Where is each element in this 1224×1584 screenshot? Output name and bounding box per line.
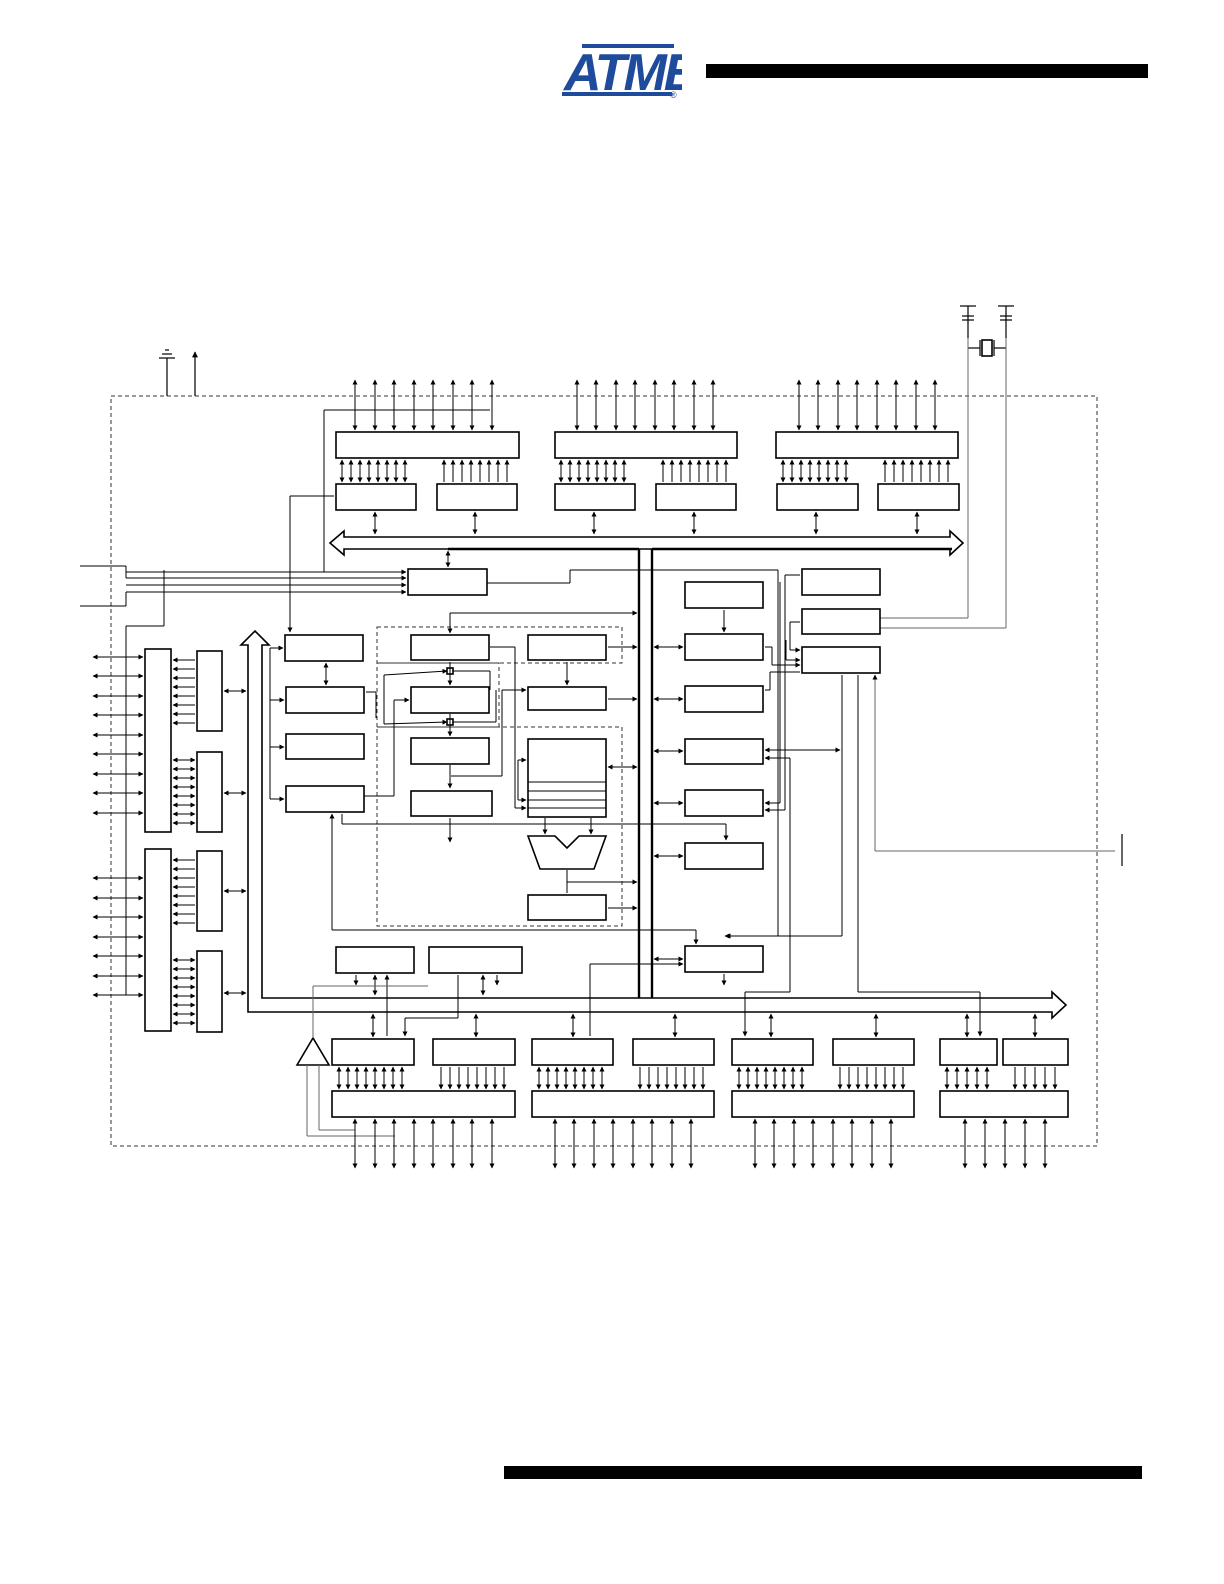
bottom-internal-links [336, 1066, 1058, 1090]
port-reg-top-2b [655, 483, 737, 511]
port-reg-bottom-4b [1002, 1038, 1069, 1066]
port-reg-bottom-3a [731, 1038, 814, 1066]
port-reg-top-2a [554, 483, 636, 511]
peripheral-block-7 [684, 945, 764, 973]
port-driver-bottom-1 [331, 1090, 516, 1118]
sram-block [527, 634, 607, 661]
port-reg-bottom-3b [832, 1038, 915, 1066]
top-port-group-3 [775, 431, 960, 511]
oscillator-block-2 [801, 608, 881, 635]
control-lines-block [285, 785, 365, 813]
port-reg-left-a1 [196, 650, 223, 732]
general-register-block [410, 790, 493, 817]
bottom-data-bus [239, 629, 1068, 1020]
port-driver-bottom-3 [731, 1090, 915, 1118]
flash-memory-block [284, 634, 364, 662]
bottom-pins [352, 1118, 1048, 1169]
control-block [407, 568, 488, 596]
peripheral-block-3 [684, 685, 764, 713]
port-driver-top-3 [775, 431, 959, 459]
peripheral-block-1 [684, 581, 764, 609]
port-driver-bottom-4 [939, 1090, 1069, 1118]
oscillator-block-1 [801, 568, 881, 596]
port-reg-left-b1 [196, 850, 223, 932]
port-reg-top-1b [436, 483, 518, 511]
top-internal-links [339, 459, 951, 483]
port-reg-bottom-1a [331, 1038, 415, 1066]
port-reg-left-b2 [196, 950, 223, 1033]
register-file-block [527, 738, 607, 818]
port-driver-top-1 [335, 431, 520, 459]
port-reg-top-3b [877, 483, 960, 511]
peripheral-block-4 [684, 738, 764, 765]
logo-top-bar [582, 44, 674, 48]
port-driver-bottom-2 [531, 1090, 715, 1118]
top-port-group-1 [335, 431, 520, 511]
port-reg-left-a2 [196, 751, 223, 833]
crystal-oscillator-icon [880, 305, 1014, 629]
core-wiring [269, 610, 729, 945]
top-pins-group-3 [796, 379, 938, 431]
status-register-block [410, 737, 490, 765]
top-data-bus [328, 529, 965, 557]
port-reg-bottom-2b [632, 1038, 715, 1066]
registered-mark: ® [670, 90, 677, 100]
alu-shape [526, 835, 608, 870]
port-driver-left-a [144, 648, 172, 833]
interrupt-block [527, 686, 607, 711]
bottom-port-group-2 [531, 1038, 715, 1118]
port-reg-bottom-1b [432, 1038, 516, 1066]
left-pins [92, 626, 247, 1026]
program-counter-block [410, 634, 490, 661]
reset-pin [872, 674, 1123, 866]
header-rule [706, 64, 1148, 78]
bottom-port-group-1 [331, 1038, 516, 1118]
stack-pointer-block [410, 686, 490, 714]
port-reg-bottom-2a [531, 1038, 614, 1066]
timer-block-2 [428, 946, 523, 974]
logo-bottom-bar [562, 92, 672, 96]
left-port-group-a [144, 648, 223, 833]
bottom-port-group-3 [731, 1038, 915, 1118]
chip-boundary [110, 395, 1098, 1147]
port-reg-top-1a [335, 483, 417, 511]
right-wiring [589, 574, 983, 1037]
alu-region [376, 726, 623, 927]
peripheral-block-6 [684, 842, 764, 870]
instruction-decoder-block [285, 733, 365, 760]
pc-stack-region [376, 626, 623, 664]
port-driver-left-b [144, 848, 172, 1032]
top-port-group-2 [554, 431, 738, 511]
timing-control-block [801, 646, 881, 674]
top-pins-group-2 [574, 379, 716, 431]
port-reg-bottom-4a [939, 1038, 998, 1066]
top-pins-group-1 [352, 379, 495, 431]
footer-rule [504, 1466, 1142, 1479]
port-reg-top-3a [776, 483, 859, 511]
vcc-gnd-pins [159, 349, 198, 396]
accumulator-block [527, 894, 607, 921]
timer-block-1 [335, 946, 415, 974]
peripheral-block-2 [684, 633, 764, 661]
bottom-port-group-4 [939, 1038, 1069, 1118]
pointer-region [376, 662, 500, 728]
analog-comparator-icon [295, 1036, 331, 1066]
left-port-group-b [144, 848, 223, 1033]
instruction-register-block [285, 686, 365, 714]
peripheral-block-5 [684, 789, 764, 817]
port-driver-top-2 [554, 431, 738, 459]
